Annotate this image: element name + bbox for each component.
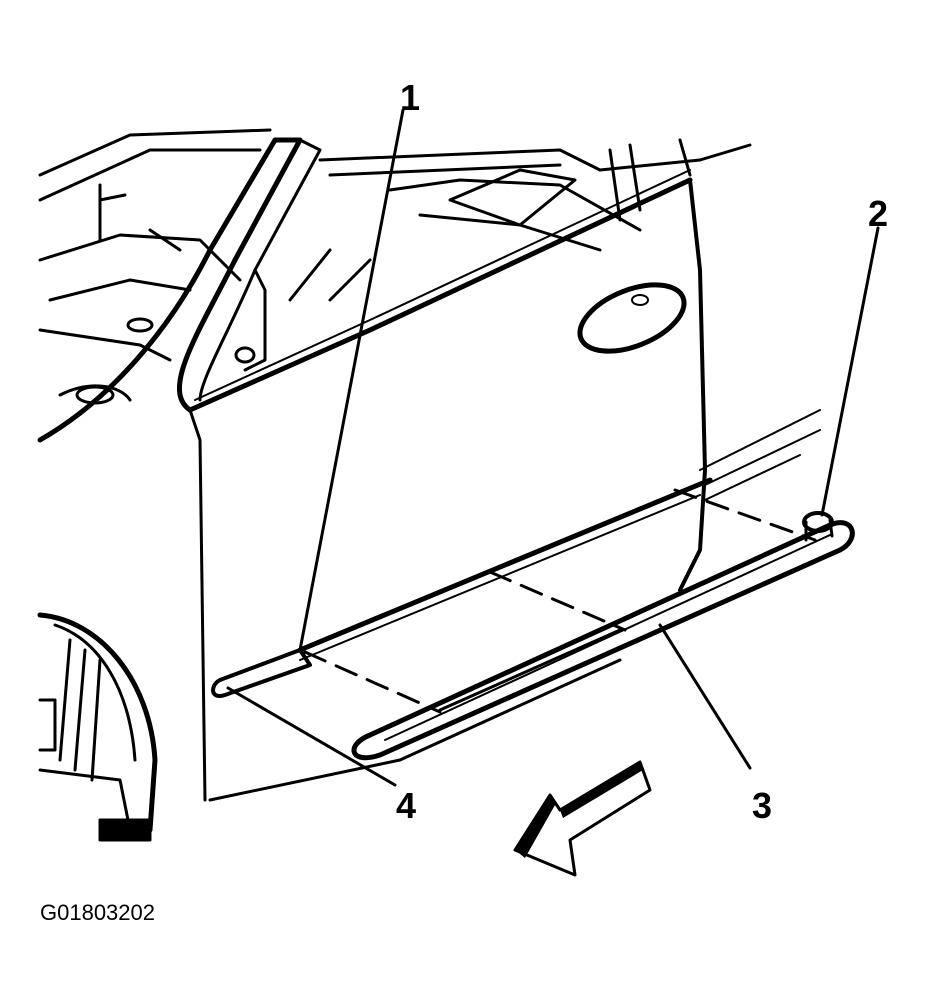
leader-1 — [298, 108, 405, 652]
figure-id-label: G01803202 — [40, 900, 155, 925]
callout-4: 4 — [396, 785, 416, 826]
callout-1: 1 — [400, 77, 420, 118]
leader-lines — [226, 108, 880, 787]
alignment-guides — [303, 488, 817, 714]
callout-3: 3 — [752, 785, 772, 826]
front-fender — [37, 408, 207, 842]
door-molding — [211, 477, 855, 761]
callout-2: 2 — [868, 193, 888, 234]
body-structure — [37, 128, 752, 443]
leader-4 — [226, 686, 397, 787]
direction-arrow-icon — [513, 760, 652, 877]
leader-2 — [820, 226, 880, 517]
front-door — [187, 169, 821, 802]
leader-3 — [658, 623, 752, 770]
